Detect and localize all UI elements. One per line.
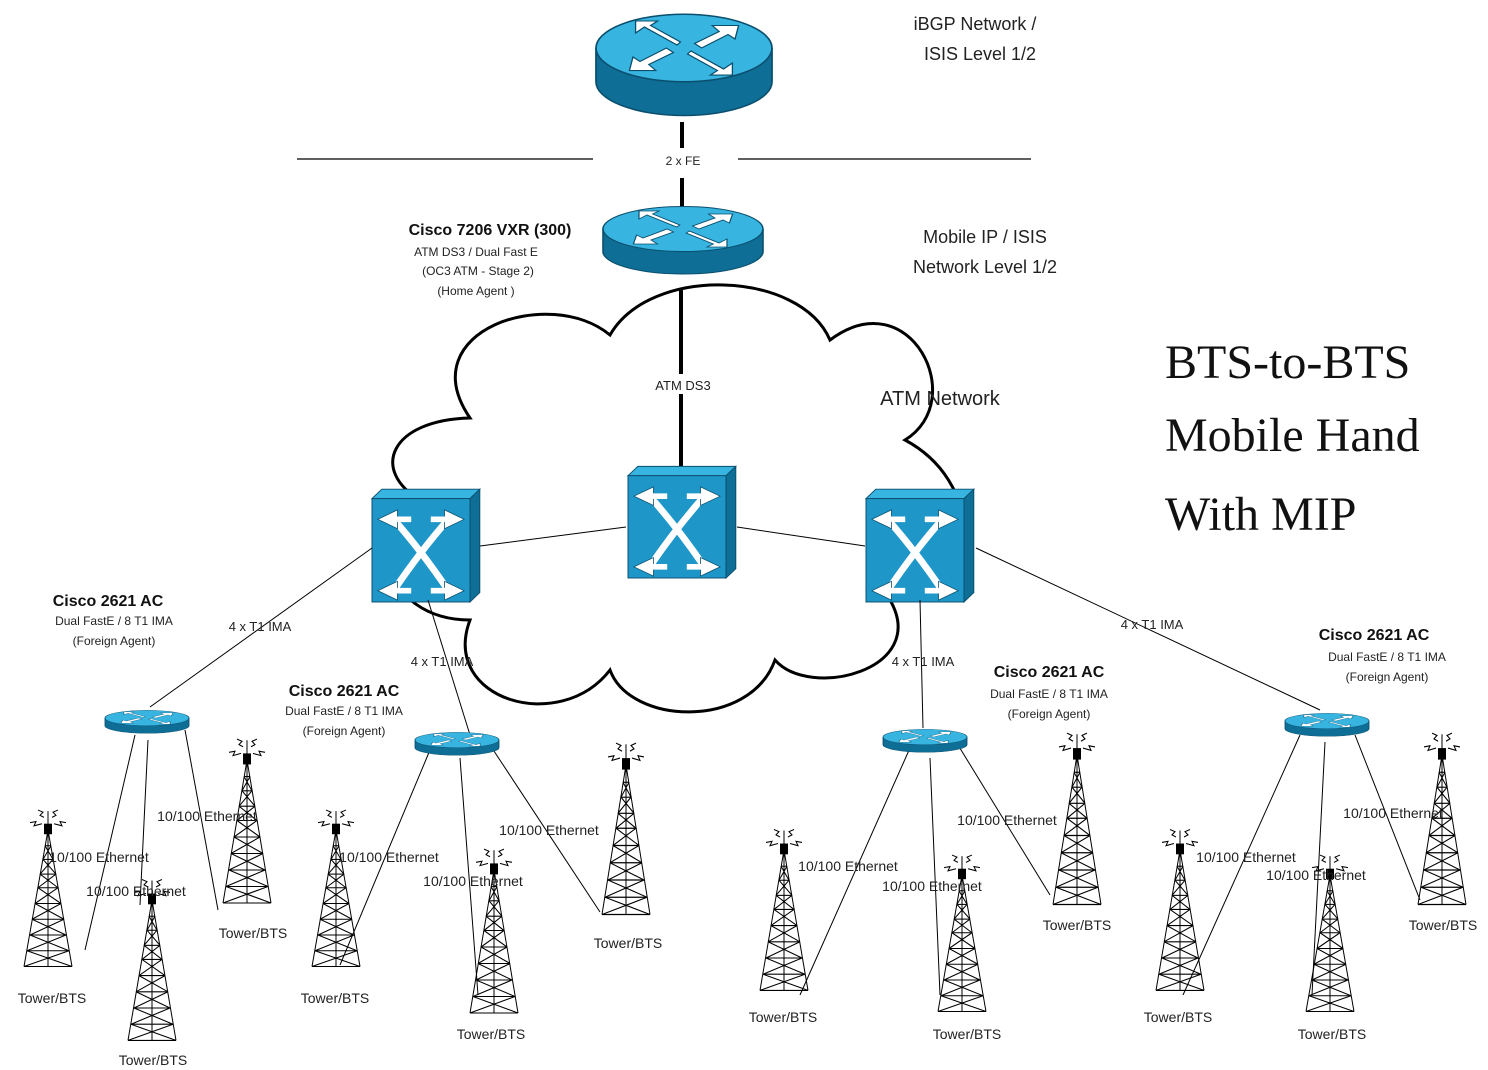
tower-label-8: Tower/BTS xyxy=(933,1026,1001,1042)
ima-link-fa1 xyxy=(149,547,373,708)
fa3-line-1: Dual FastE / 8 T1 IMA xyxy=(990,687,1108,701)
home-agent-line-3: (Home Agent ) xyxy=(437,284,514,298)
ima-label-right-inner: 4 x T1 IMA xyxy=(892,654,955,669)
fa2-line-2: (Foreign Agent) xyxy=(303,724,386,738)
core-network-label-1: iBGP Network / xyxy=(914,14,1037,34)
ima-label-right-outer: 4 x T1 IMA xyxy=(1121,617,1184,632)
fa3-line-2: (Foreign Agent) xyxy=(1008,707,1091,721)
home-agent-line-1: ATM DS3 / Dual Fast E xyxy=(414,245,538,259)
tower-label-10: Tower/BTS xyxy=(1144,1009,1212,1025)
atm-switch-center xyxy=(628,466,736,578)
home-agent-router xyxy=(602,205,764,275)
fa1-line-2: (Foreign Agent) xyxy=(73,634,156,648)
ima-label-left-outer: 4 x T1 IMA xyxy=(229,619,292,634)
title-line-2: Mobile Hand xyxy=(1165,409,1420,462)
foreign-agent-label-4: Cisco 2621 AC Dual FastE / 8 T1 IMA (For… xyxy=(1319,627,1446,684)
ethernet-links xyxy=(84,729,1421,996)
ima-link-fa4 xyxy=(975,547,1321,711)
fa1-line-1: Dual FastE / 8 T1 IMA xyxy=(55,614,173,628)
tower-2 xyxy=(127,878,177,1041)
atm-switch-right xyxy=(866,489,974,602)
atm-switch-left xyxy=(372,489,480,602)
fa4-name: Cisco 2621 AC xyxy=(1319,627,1430,644)
home-agent-line-2: (OC3 ATM - Stage 2) xyxy=(422,264,534,278)
atm-ds3-label: ATM DS3 xyxy=(655,378,710,393)
tower-1 xyxy=(23,809,73,968)
foreign-agent-label-3: Cisco 2621 AC Dual FastE / 8 T1 IMA (For… xyxy=(990,664,1108,721)
fa3-name: Cisco 2621 AC xyxy=(994,664,1105,681)
core-network-label-2: ISIS Level 1/2 xyxy=(924,44,1036,64)
foreign-agent-label-2: Cisco 2621 AC Dual FastE / 8 T1 IMA (For… xyxy=(285,683,403,738)
tower-label-7: Tower/BTS xyxy=(749,1009,817,1025)
fa4-line-1: Dual FastE / 8 T1 IMA xyxy=(1328,650,1446,664)
atm-network-label: ATM Network xyxy=(880,388,1001,410)
foreign-agent-label-1: Cisco 2621 AC Dual FastE / 8 T1 IMA (For… xyxy=(53,593,173,648)
tower-labels: Tower/BTS Tower/BTS Tower/BTS Tower/BTS … xyxy=(18,917,1477,1068)
home-agent-name: Cisco 7206 VXR (300) xyxy=(409,222,572,239)
switch-link-left xyxy=(479,526,627,547)
eth-label-7: 10/100 Ethernet xyxy=(798,858,898,874)
ima-link-fa2 xyxy=(427,599,471,736)
ethernet-labels: 10/100 Ethernet 10/100 Ethernet 10/100 E… xyxy=(49,805,1443,899)
atm-ds3-label-bg xyxy=(640,374,724,394)
tower-label-2: Tower/BTS xyxy=(119,1052,187,1068)
tower-label-5: Tower/BTS xyxy=(457,1026,525,1042)
ima-link-fa3 xyxy=(919,599,924,729)
tower-label-11: Tower/BTS xyxy=(1298,1026,1366,1042)
tower-label-12: Tower/BTS xyxy=(1409,917,1477,933)
eth-label-8: 10/100 Ethernet xyxy=(882,878,982,894)
fa2-line-1: Dual FastE / 8 T1 IMA xyxy=(285,704,403,718)
eth-label-5: 10/100 Ethernet xyxy=(423,873,523,889)
eth-label-4: 10/100 Ethernet xyxy=(339,849,439,865)
eth-label-2: 10/100 Ethernet xyxy=(49,849,149,865)
foreign-agent-router-2 xyxy=(414,731,500,756)
eth-label-10: 10/100 Ethernet xyxy=(1196,849,1296,865)
ima-label-left-inner: 4 x T1 IMA xyxy=(411,654,474,669)
eth-label-12: 10/100 Ethernet xyxy=(1343,805,1443,821)
tower-label-3: Tower/BTS xyxy=(219,925,287,941)
tower-label-1: Tower/BTS xyxy=(18,990,86,1006)
tower-label-6: Tower/BTS xyxy=(594,935,662,951)
tower-9 xyxy=(1052,732,1102,906)
eth-label-1: 10/100 Ethernet xyxy=(157,808,257,824)
tower-label-9: Tower/BTS xyxy=(1043,917,1111,933)
tower-6 xyxy=(601,742,651,916)
foreign-agent-router-1 xyxy=(104,709,190,734)
switch-link-right xyxy=(736,526,866,547)
mobile-ip-label-2: Network Level 1/2 xyxy=(913,257,1057,277)
mobile-ip-label-1: Mobile IP / ISIS xyxy=(923,227,1047,247)
foreign-agent-router-3 xyxy=(882,728,968,753)
eth-label-9: 10/100 Ethernet xyxy=(957,812,1057,828)
uplink-label: 2 x FE xyxy=(666,154,701,168)
eth-label-3: 10/100 Ethernet xyxy=(86,883,186,899)
fa1-name: Cisco 2621 AC xyxy=(53,593,164,610)
tower-7 xyxy=(759,828,809,991)
fa2-name: Cisco 2621 AC xyxy=(289,683,400,700)
tower-label-4: Tower/BTS xyxy=(301,990,369,1006)
tower-4 xyxy=(311,809,361,968)
foreign-agent-router-4 xyxy=(1284,712,1370,737)
title-line-1: BTS-to-BTS xyxy=(1165,336,1410,389)
eth-label-11: 10/100 Ethernet xyxy=(1266,867,1366,883)
eth-label-6: 10/100 Ethernet xyxy=(499,822,599,838)
core-router xyxy=(595,13,773,117)
fa4-line-2: (Foreign Agent) xyxy=(1346,670,1429,684)
title-line-3: With MIP xyxy=(1165,488,1356,541)
